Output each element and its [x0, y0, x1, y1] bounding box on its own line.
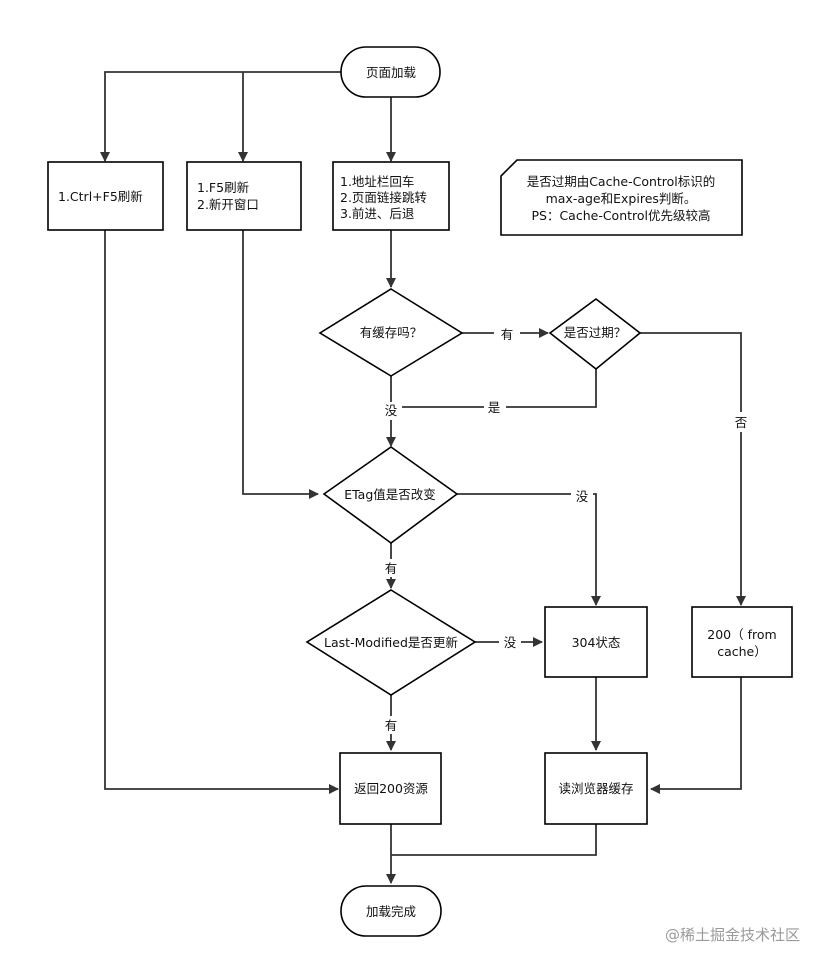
note-box: 是否过期由Cache-Control标识的 max-age和Expires判断。… — [500, 159, 743, 236]
edge-start-ctrl-f5 — [100, 71, 341, 162]
edge-label-expired-yes: 是 — [488, 400, 501, 415]
node-ctrl-f5: 1.Ctrl+F5刷新 — [47, 161, 164, 231]
watermark: @稀土掘金技术社区 — [665, 926, 800, 944]
svg-text:页面加载: 页面加载 — [366, 65, 417, 80]
svg-text:cache）: cache） — [717, 644, 767, 659]
svg-text:PS：Cache-Control优先级较高: PS：Cache-Control优先级较高 — [531, 208, 710, 223]
node-304: 304状态 — [544, 606, 648, 678]
edge-f5-etag — [242, 230, 319, 499]
edge-label-etag-no: 没 — [576, 489, 589, 504]
edge-label-lm-no: 没 — [504, 635, 517, 650]
node-start: 页面加载 — [340, 46, 441, 98]
node-address-bar: 1.地址栏回车 2.页面链接跳转 3.前进、后退 — [332, 161, 450, 231]
svg-text:是否过期由Cache-Control标识的: 是否过期由Cache-Control标识的 — [527, 174, 716, 189]
node-from-cache: 200（ from cache） — [691, 606, 793, 678]
svg-text:是否过期？: 是否过期？ — [564, 325, 627, 340]
svg-text:读浏览器缓存: 读浏览器缓存 — [558, 781, 633, 796]
svg-text:200（ from: 200（ from — [707, 627, 776, 642]
svg-text:1.Ctrl+F5刷新: 1.Ctrl+F5刷新 — [58, 189, 143, 204]
node-expired: 是否过期？ — [548, 297, 642, 371]
svg-text:ETag值是否改变: ETag值是否改变 — [344, 487, 436, 502]
edge-read-cache-end — [391, 824, 597, 856]
svg-text:2.页面链接跳转: 2.页面链接跳转 — [340, 190, 427, 205]
node-end: 加载完成 — [340, 885, 442, 937]
edge-etag-304 — [457, 493, 601, 606]
node-f5-new-window: 1.F5刷新 2.新开窗口 — [186, 161, 302, 231]
svg-text:2.新开窗口: 2.新开窗口 — [197, 197, 259, 212]
svg-text:返回200资源: 返回200资源 — [354, 781, 428, 796]
node-last-modified: Last-Modified是否更新 — [305, 589, 477, 696]
svg-text:304状态: 304状态 — [572, 635, 621, 650]
edge-expired-from-cache — [640, 332, 746, 606]
svg-text:3.前进、后退: 3.前进、后退 — [340, 206, 415, 221]
svg-text:1.地址栏回车: 1.地址栏回车 — [340, 174, 414, 189]
edge-from-cache-read-cache — [650, 677, 742, 794]
edge-label-lm-yes: 有 — [385, 718, 398, 733]
svg-text:加载完成: 加载完成 — [366, 904, 416, 919]
svg-text:1.F5刷新: 1.F5刷新 — [197, 180, 249, 195]
edge-expired-etag — [391, 369, 597, 408]
svg-text:max-age和Expires判断。: max-age和Expires判断。 — [546, 191, 697, 206]
node-etag: ETag值是否改变 — [322, 446, 459, 544]
node-read-cache: 读浏览器缓存 — [544, 752, 648, 825]
edge-label-etag-yes: 有 — [385, 561, 398, 576]
svg-text:有缓存吗？: 有缓存吗？ — [360, 325, 423, 340]
edge-label-expired-no: 否 — [735, 415, 748, 430]
svg-text:Last-Modified是否更新: Last-Modified是否更新 — [324, 635, 458, 650]
node-return-200: 返回200资源 — [339, 752, 442, 825]
edge-label-cache-yes: 有 — [501, 327, 514, 342]
node-has-cache: 有缓存吗？ — [318, 288, 464, 377]
edge-label-cache-no: 没 — [385, 403, 398, 418]
edge-ctrl-f5-return-200 — [104, 230, 339, 794]
